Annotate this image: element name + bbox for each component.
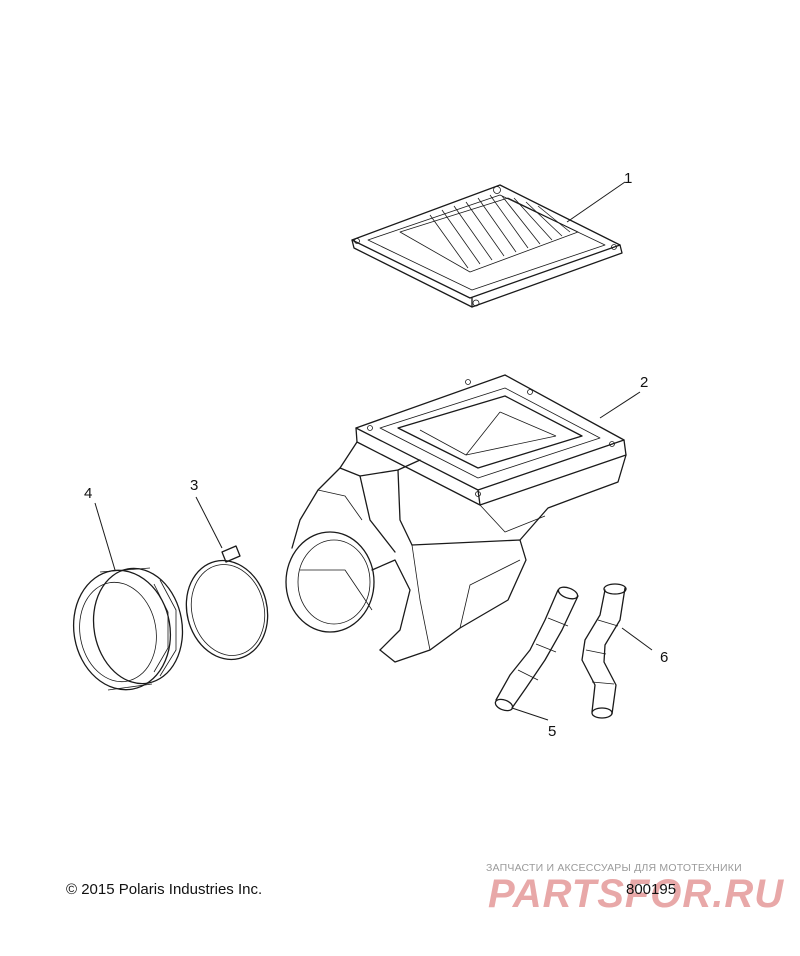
leader-5 xyxy=(511,707,549,721)
part-6-hose xyxy=(581,583,627,719)
part-4-coupler xyxy=(72,567,184,691)
leader-2 xyxy=(599,391,641,419)
callout-2: 2 xyxy=(640,374,648,391)
callout-3: 3 xyxy=(190,477,198,494)
callout-4: 4 xyxy=(84,485,92,502)
copyright-notice: © 2015 Polaris Industries Inc. xyxy=(66,881,263,898)
watermark-brand: PARTSFOR.RU xyxy=(488,872,785,916)
leader-3 xyxy=(195,496,223,549)
watermark-tagline: ЗАПЧАСТИ И АКСЕССУАРЫ ДЛЯ МОТОТЕХНИКИ xyxy=(486,862,742,874)
reference-number: 800195 xyxy=(626,881,677,898)
part-5-hose xyxy=(494,586,579,712)
leader-6 xyxy=(621,627,653,651)
part-2-airbox xyxy=(285,374,627,663)
part-3-clamp xyxy=(185,545,269,661)
callout-1: 1 xyxy=(624,170,632,187)
part-1-air-filter xyxy=(351,184,623,308)
leader-4 xyxy=(94,502,116,571)
callout-5: 5 xyxy=(548,723,556,740)
leader-1 xyxy=(566,181,626,223)
callout-6: 6 xyxy=(660,649,668,666)
